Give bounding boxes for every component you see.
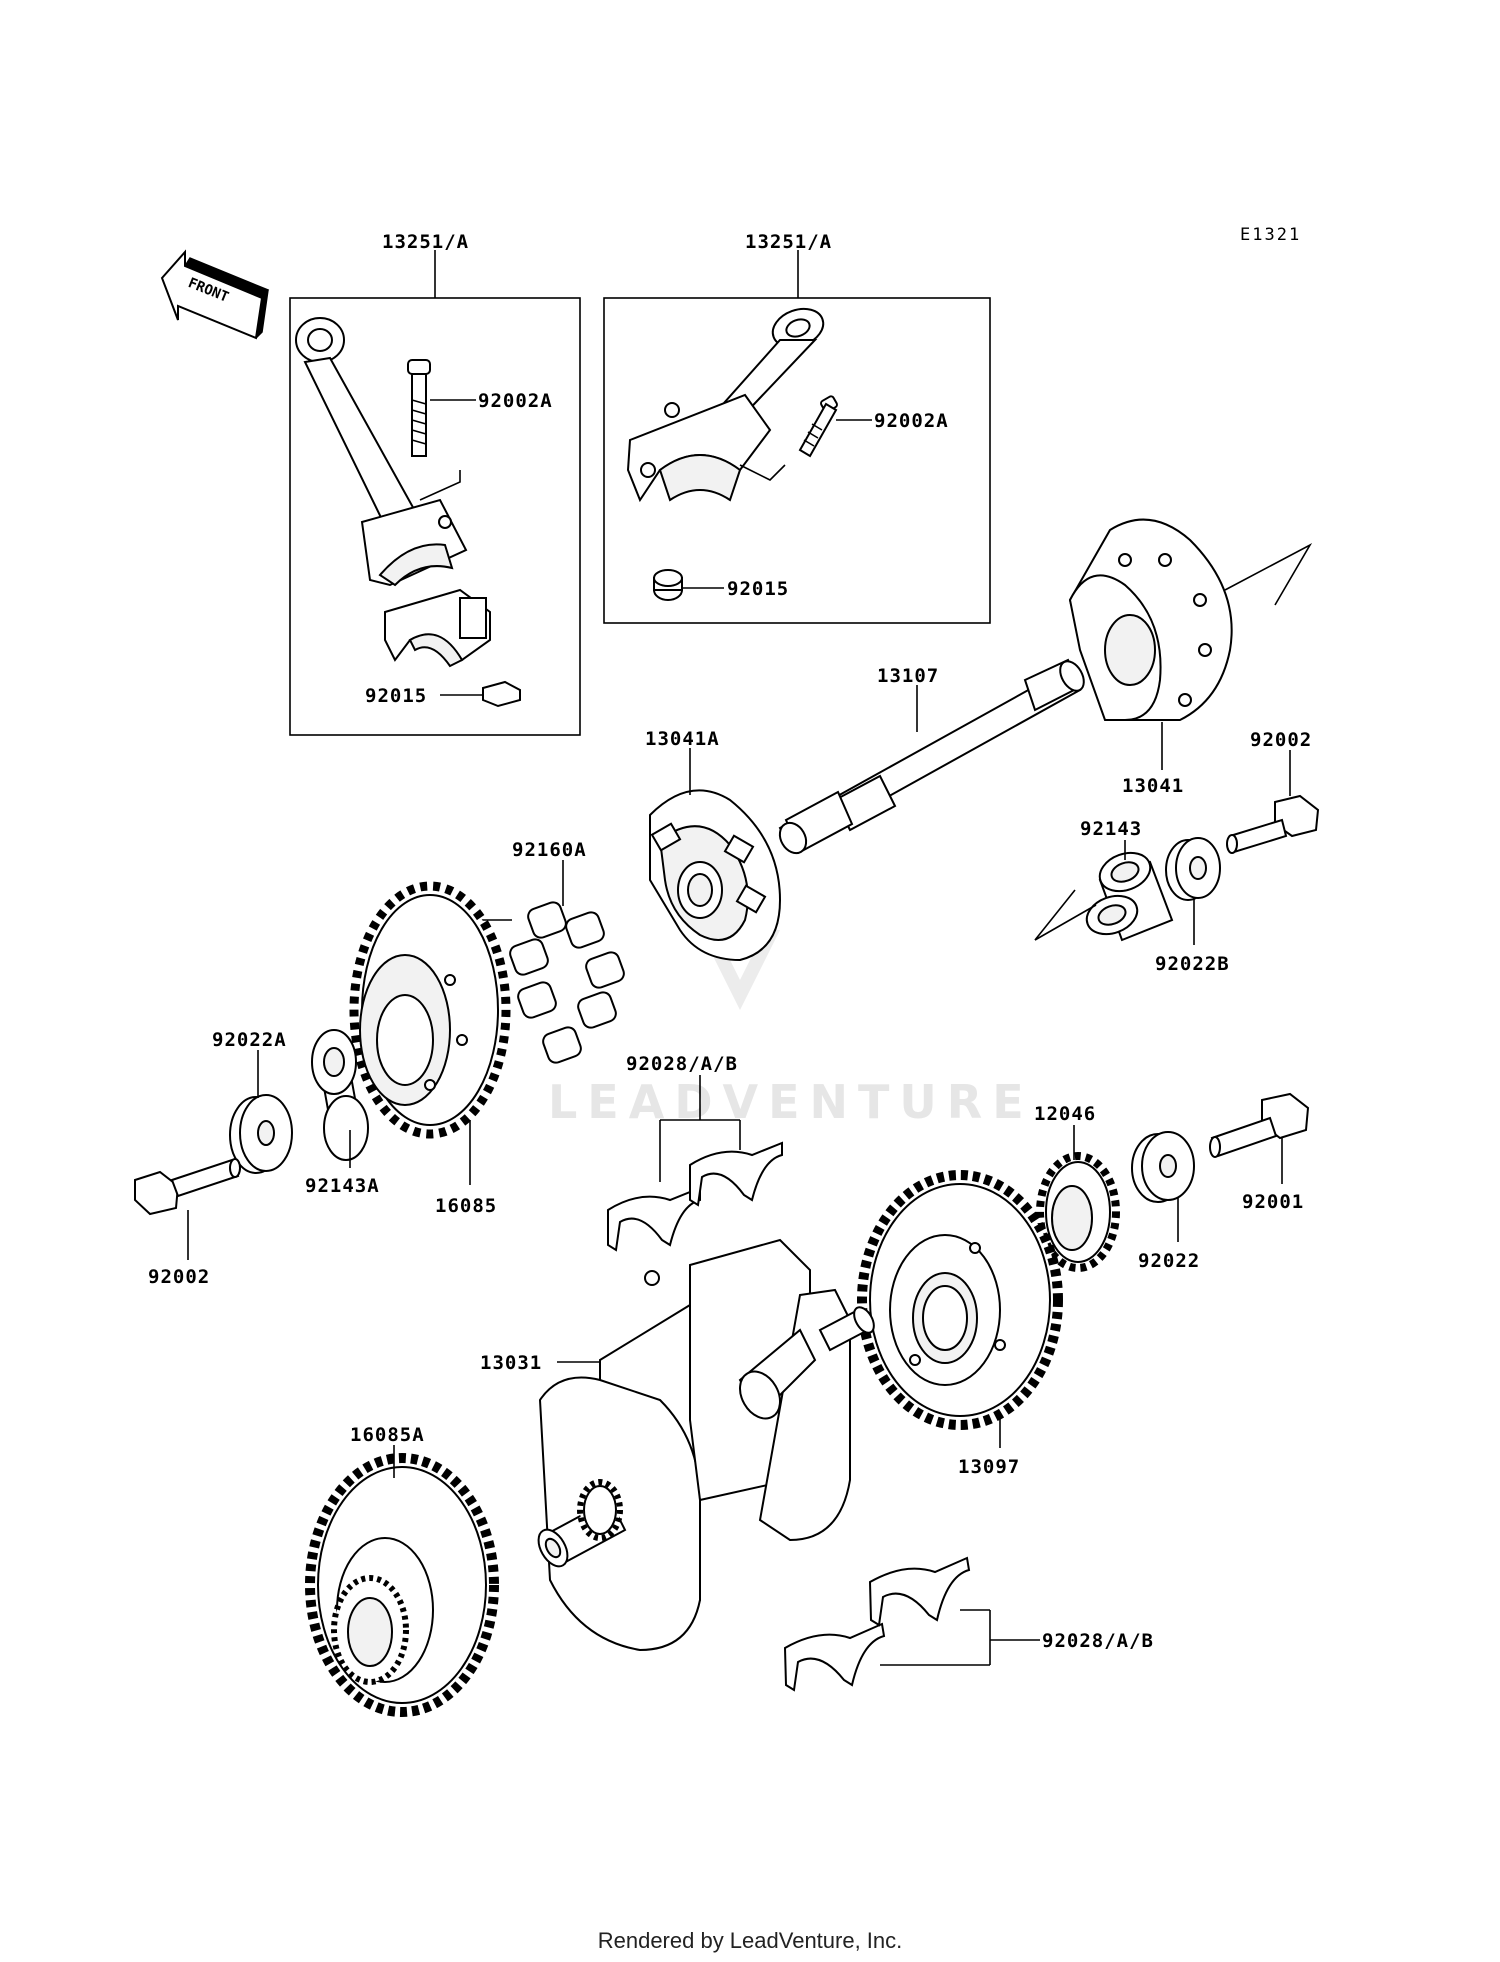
washer-right-label: 92022B <box>1155 953 1230 975</box>
conrod-left-nut <box>482 680 521 708</box>
conrod-left-title: 13251/A <box>382 231 469 253</box>
watermark: LEADVENTURE <box>548 930 1034 1129</box>
washer-left <box>229 1094 293 1174</box>
conrod-left-bolt-label: 92002A <box>478 390 553 412</box>
diagram-code: E1321 <box>1240 225 1301 245</box>
bolt-left-label: 92002 <box>148 1266 210 1288</box>
bolt-right-bottom <box>1209 1092 1310 1158</box>
bolt-right-bottom-label: 92001 <box>1242 1191 1304 1213</box>
washer-small-label: 92022 <box>1138 1250 1200 1272</box>
conrod-right-nut <box>653 569 683 601</box>
conrod-right-bolt-label: 92002A <box>874 410 949 432</box>
watermark-text: LEADVENTURE <box>548 1075 1034 1129</box>
gear-big-label: 13097 <box>958 1456 1020 1478</box>
bolt-right-top <box>1226 794 1320 854</box>
washer-left-label: 92022A <box>212 1029 287 1051</box>
conrod-right-group: 13251/A 92002A 92015 <box>603 231 991 624</box>
conrod-left-bolt <box>407 359 431 457</box>
sprocket-label: 12046 <box>1034 1103 1096 1125</box>
conrod-right-nut-label: 92015 <box>727 578 789 600</box>
conrod-left-cap <box>384 588 491 668</box>
damper-hub-right <box>1068 518 1233 721</box>
damper-hub-left <box>649 789 782 962</box>
rubber-a-label: 92160A <box>512 839 587 861</box>
gear-big <box>857 1170 1063 1430</box>
crankshaft-label: 13031 <box>480 1352 542 1374</box>
gear-bottom <box>305 1453 499 1717</box>
shaft-label: 13107 <box>877 665 939 687</box>
damper-right-label: 13041 <box>1122 775 1184 797</box>
conrod-left-group: 13251/A 92002A <box>289 231 581 736</box>
crankshaft <box>537 1238 875 1652</box>
washer-right <box>1165 837 1221 901</box>
gear-left <box>349 881 511 1139</box>
washer-small <box>1131 1131 1195 1203</box>
conrod-left-nut-label: 92015 <box>365 685 427 707</box>
collar-left <box>311 1029 369 1161</box>
sprocket <box>1036 1152 1120 1272</box>
balancer-shaft <box>778 658 1085 855</box>
collar-left-label: 92143A <box>305 1175 380 1197</box>
bolt-right-top-label: 92002 <box>1250 729 1312 751</box>
bearing-top-label: 92028/A/B <box>626 1053 738 1075</box>
damper-left-label: 13041A <box>645 728 720 750</box>
conrod-left <box>295 317 468 587</box>
conrod-right-title: 13251/A <box>745 231 832 253</box>
conrod-right <box>626 307 825 503</box>
bearing-bottom-label: 92028/A/B <box>1042 1630 1154 1652</box>
bearing-shells-bottom <box>783 1556 971 1692</box>
damper-rubbers <box>509 901 625 1064</box>
gear-bottom-label: 16085A <box>350 1424 425 1446</box>
conrod-right-bolt <box>798 395 838 458</box>
bolt-left <box>134 1158 241 1216</box>
bearing-shells-top <box>607 1141 783 1252</box>
front-arrow-icon: FRONT <box>160 249 270 340</box>
footer-credit: Rendered by LeadVenture, Inc. <box>597 1928 903 1953</box>
gear-left-label: 16085 <box>435 1195 497 1217</box>
collar-right-label: 92143 <box>1080 818 1142 840</box>
collar-right <box>1085 851 1174 942</box>
